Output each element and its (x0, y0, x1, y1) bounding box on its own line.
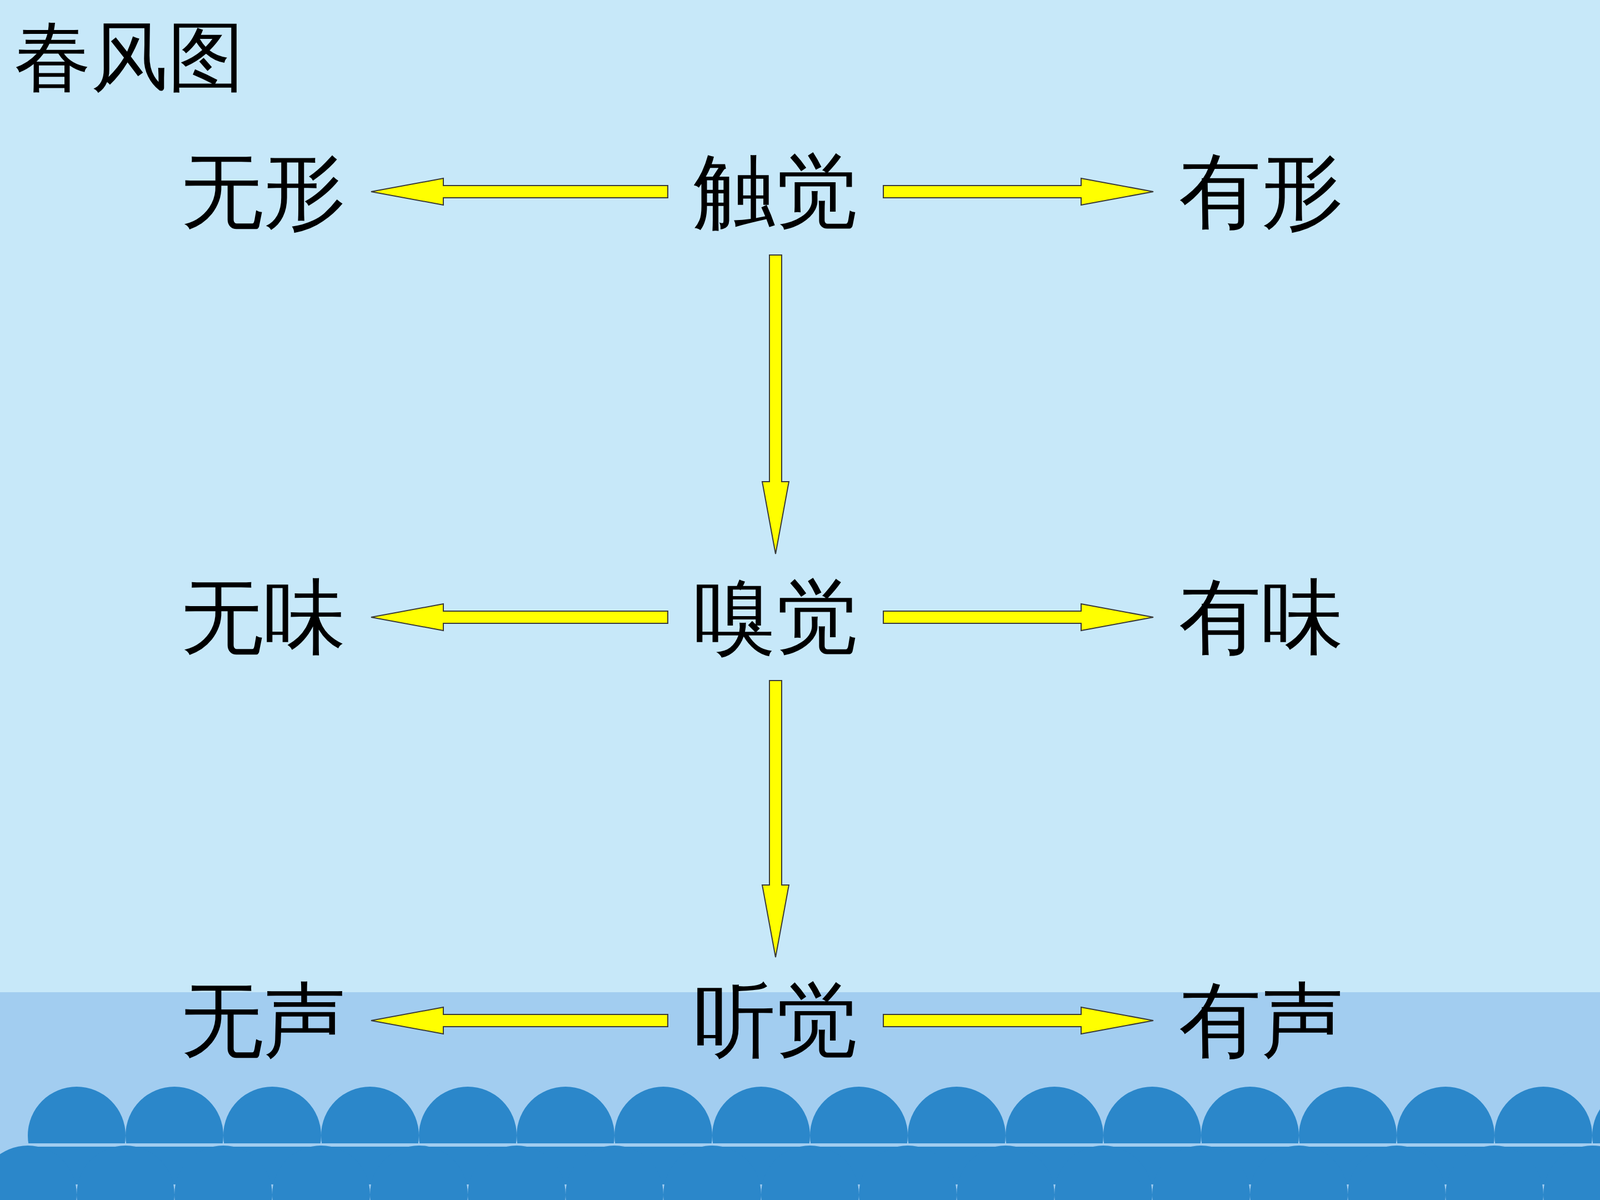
block-arrow (883, 1007, 1154, 1034)
sense-node: 听觉 (667, 957, 884, 1084)
block-arrow (371, 1007, 668, 1034)
diagram-title: 春风图 (14, 18, 245, 96)
sense-node: 无声 (155, 957, 372, 1084)
block-arrow (883, 178, 1154, 205)
wave-scallop (663, 1145, 762, 1200)
sense-node: 有形 (1153, 128, 1369, 255)
node-label: 无声 (181, 979, 346, 1062)
wave-scallop (467, 1145, 566, 1200)
wave-scallop (1445, 1145, 1544, 1200)
wave-gap (0, 1143, 1600, 1147)
sense-node: 嗅觉 (667, 553, 884, 681)
wave-scallop (76, 1145, 175, 1200)
block-arrow (762, 680, 789, 958)
sense-node: 触觉 (667, 128, 884, 255)
node-label: 有声 (1178, 979, 1344, 1062)
wave-scallop (1152, 1145, 1250, 1200)
wave-scallop (565, 1145, 664, 1200)
wave-scallop (956, 1145, 1055, 1200)
block-arrow (371, 603, 668, 631)
wave-scallop (272, 1145, 370, 1200)
node-label: 触觉 (693, 150, 858, 233)
wave-scallops (0, 1086, 1600, 1200)
node-label: 有形 (1178, 150, 1344, 233)
node-label: 嗅觉 (693, 576, 858, 659)
block-arrow (371, 178, 668, 205)
wave-scallop (858, 1145, 957, 1200)
wave-scallop (0, 1145, 77, 1200)
node-label: 无味 (181, 576, 346, 659)
wave-scallop (761, 1145, 859, 1200)
wave-scallop (1250, 1145, 1348, 1200)
node-label: 听觉 (693, 979, 858, 1062)
wave-scallop (370, 1145, 468, 1200)
wave-scallop (1054, 1145, 1153, 1200)
block-arrow (883, 603, 1154, 631)
sense-node: 有味 (1153, 553, 1369, 681)
wave-scallop (1543, 1145, 1600, 1200)
node-label: 无形 (181, 150, 346, 233)
wave-scallop (1347, 1145, 1446, 1200)
block-arrow (762, 255, 789, 554)
wave-scallop (174, 1145, 273, 1200)
sense-node: 有声 (1153, 957, 1369, 1084)
node-label: 有味 (1178, 576, 1344, 659)
sense-node: 无形 (155, 128, 372, 255)
sense-node: 无味 (155, 553, 372, 681)
